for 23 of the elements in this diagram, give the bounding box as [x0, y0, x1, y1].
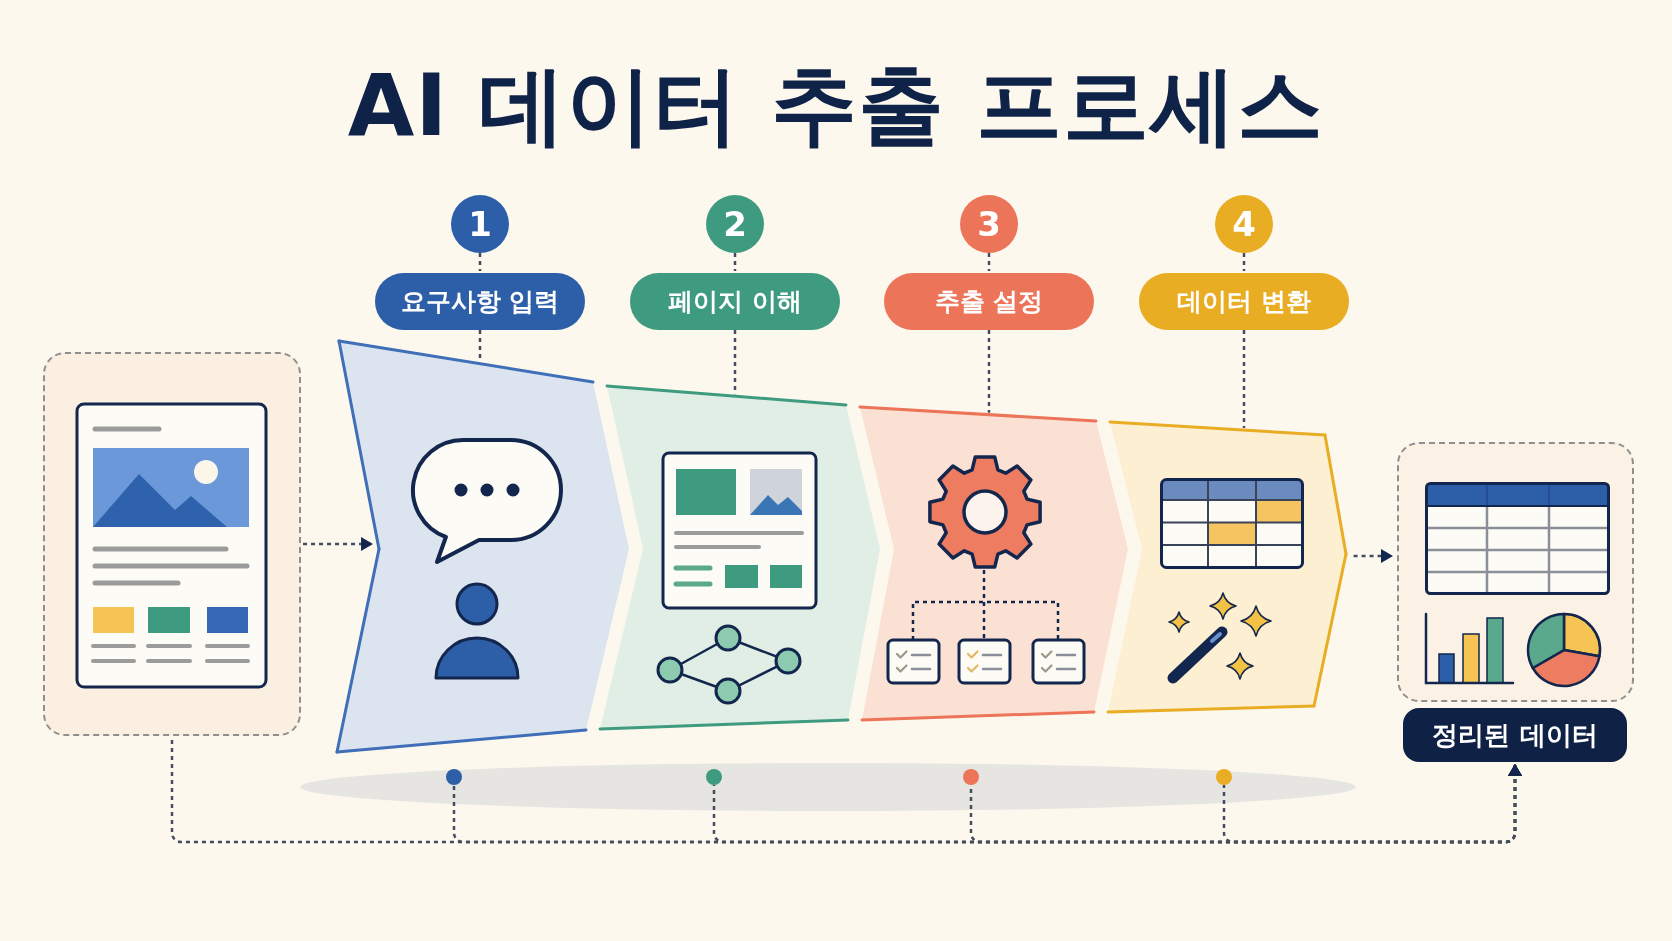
dotted-arrow	[1353, 549, 1393, 563]
step-label: 요구사항 입력	[375, 273, 585, 330]
step-number-badge: 3	[960, 195, 1018, 253]
dotted-arrow	[303, 537, 374, 551]
timeline-dot	[1216, 769, 1232, 785]
step-number-badge: 1	[451, 195, 509, 253]
dotted-line	[987, 330, 991, 413]
dotted-line	[987, 253, 991, 271]
dotted-arrow	[1222, 764, 1522, 844]
result-panel	[1397, 442, 1634, 702]
dotted-line	[1242, 253, 1246, 271]
dotted-line	[478, 253, 482, 271]
title: AI 데이터 추출 프로세스	[347, 54, 1325, 157]
step-label: 페이지 이해	[630, 273, 840, 330]
dotted-line	[1242, 330, 1246, 429]
step-label: 데이터 변환	[1139, 273, 1349, 330]
dotted-line	[733, 253, 737, 271]
step-number-badge: 2	[706, 195, 764, 253]
timeline-dot	[446, 769, 462, 785]
result-label: 정리된 데이터	[1403, 708, 1627, 762]
input-panel	[43, 352, 301, 736]
step-label: 추출 설정	[884, 273, 1094, 330]
step-number-badge: 4	[1215, 195, 1273, 253]
